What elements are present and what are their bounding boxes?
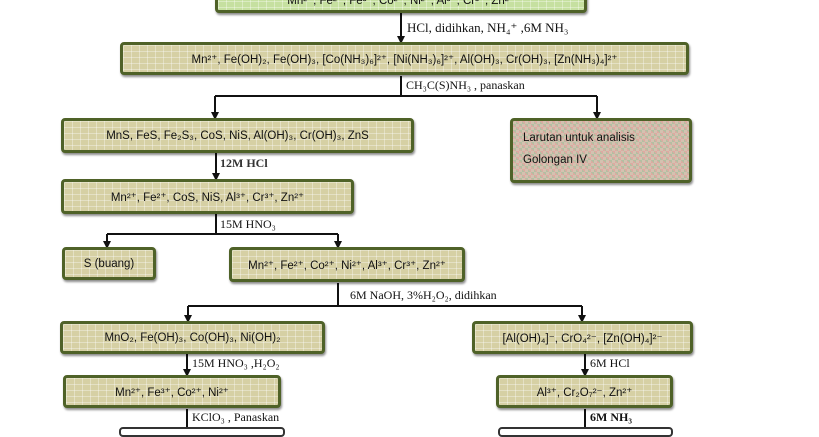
reagent-hcl-nh3-label: HCl, didihkan, NH₄⁺ ,6M NH₃ <box>407 20 569 35</box>
reagent-6m-nh3-label: 6M NH₃ <box>590 410 632 424</box>
group-iv-solution-box: Larutan untuk analisis Golongan IV <box>510 118 692 183</box>
reagent-kclo3-label: KClO₃ , Panaskan <box>192 410 280 424</box>
hydroxide-precipitate-box: MnO₂, Fe(OH)₃, Co(OH)₃, Ni(OH)₂ <box>60 321 325 354</box>
reagent-hno3-h2o2-label: 15M HNO₃ ,H₂O₂ <box>192 356 280 370</box>
next-step-left-box <box>119 427 285 437</box>
reagent-15m-hno3-label: 15M HNO₃ <box>220 217 276 231</box>
left-ions-box: Mn²⁺, Fe³⁺, Co²⁺, Ni²⁺ <box>63 375 281 408</box>
ammine-complex-box: Mn²⁺, Fe(OH)₂, Fe(OH)₃, [Co(NH₃)₆]²⁺, [N… <box>120 42 689 75</box>
reagent-12m-hcl-label: 12M HCl <box>220 156 268 170</box>
cation-mixture-box: Mn²⁺, Fe²⁺, Fe³⁺, Co²⁺, Ni²⁺, Al³⁺, Cr³⁺… <box>215 0 587 13</box>
reagent-6m-hcl-label: 6M HCl <box>590 356 630 370</box>
reagent-naoh-h2o2-label: 6M NaOH, 3%H₂O₂, didihkan <box>350 288 497 302</box>
after-hcl-box: Mn²⁺, Fe²⁺, CoS, NiS, Al³⁺, Cr³⁺, Zn²⁺ <box>61 179 354 214</box>
reagent-thioacetamide-label: CH₃C(S)NH₃ , panaskan <box>406 78 525 92</box>
next-step-right-box <box>498 427 673 437</box>
right-ions-box: Al³⁺, Cr₂O₇²⁻, Zn²⁺ <box>496 375 673 408</box>
sulfur-waste-box: S (buang) <box>62 247 156 280</box>
amphoteric-complex-box: [Al(OH)₄]⁻, CrO₄²⁻, [Zn(OH)₄]²⁻ <box>472 321 693 354</box>
sulfide-precipitate-box: MnS, FeS, Fe₂S₃, CoS, NiS, Al(OH)₃, Cr(O… <box>61 118 414 153</box>
after-hno3-box: Mn²⁺, Fe²⁺, Co²⁺, Ni²⁺, Al³⁺, Cr³⁺, Zn²⁺ <box>229 247 465 282</box>
